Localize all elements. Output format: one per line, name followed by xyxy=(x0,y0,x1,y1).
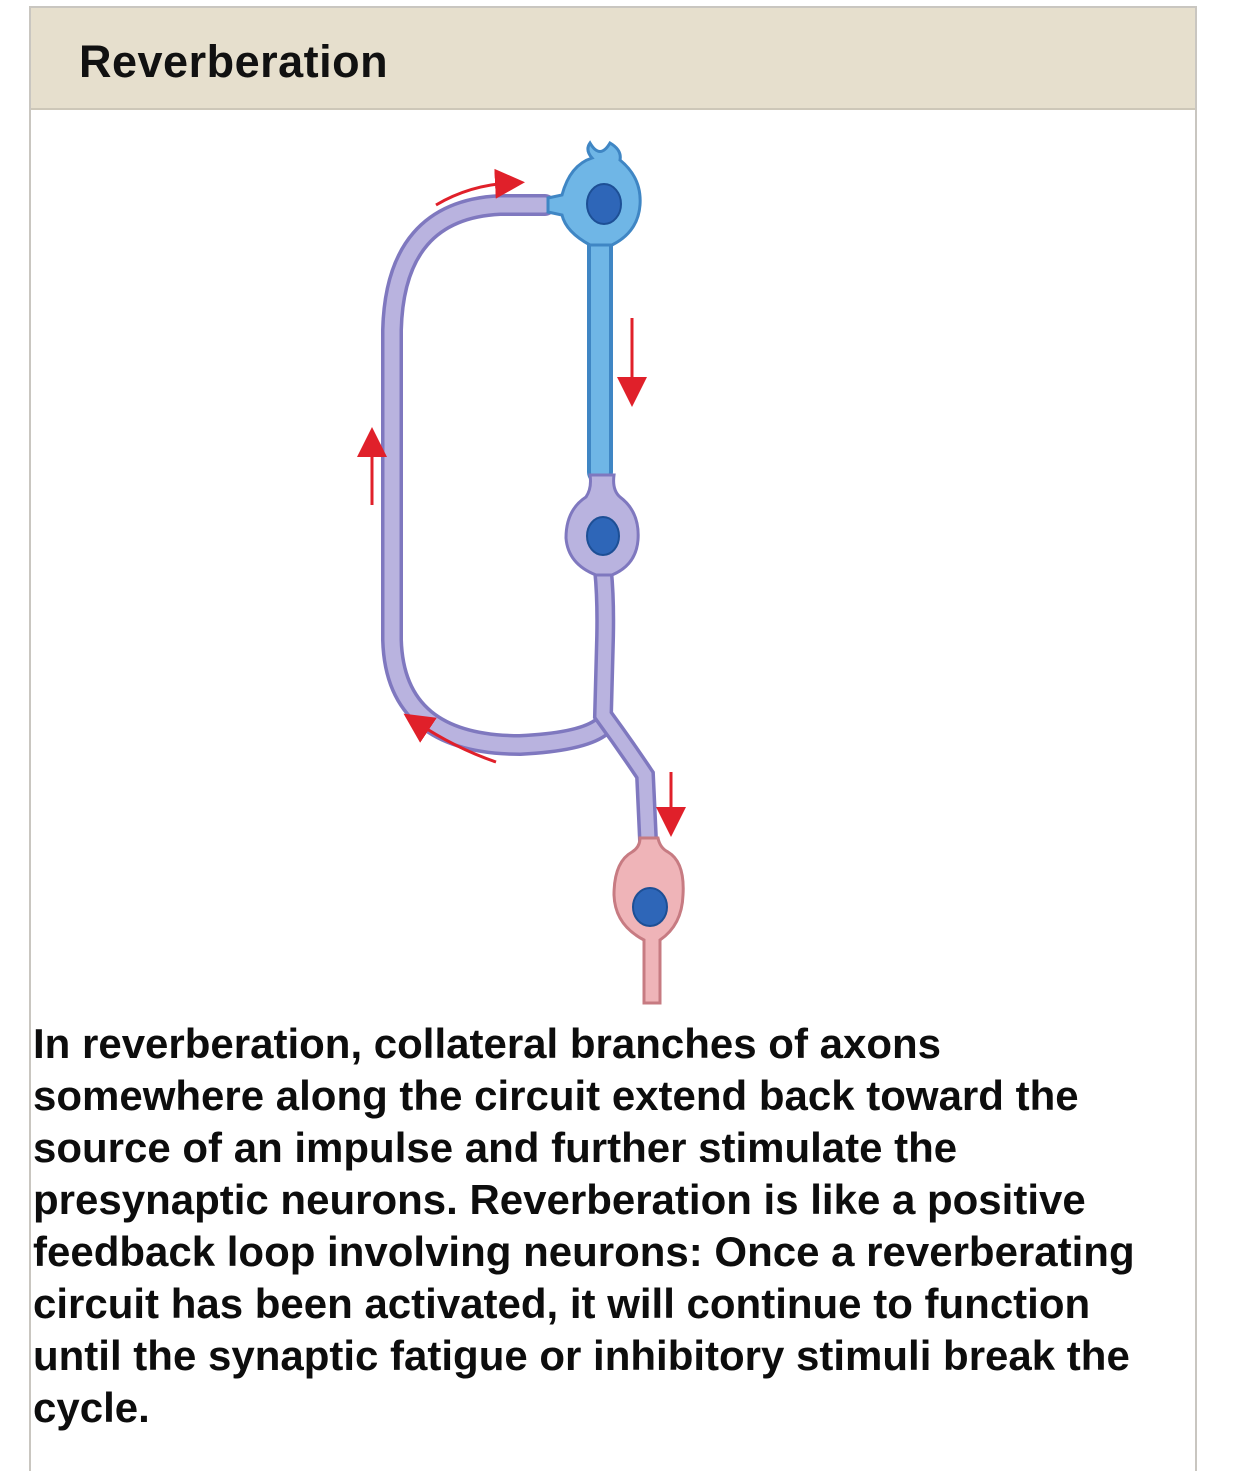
top-neuron-nucleus xyxy=(586,183,622,225)
header-bar: Reverberation xyxy=(31,8,1195,110)
arrow-top-right xyxy=(435,168,525,207)
bottom-neuron xyxy=(612,836,685,1005)
bottom-neuron-nucleus xyxy=(632,887,668,927)
middle-neuron xyxy=(564,473,640,577)
middle-neuron-nucleus xyxy=(586,516,620,556)
top-neuron xyxy=(546,140,642,247)
collateral-loop-axon xyxy=(381,194,611,757)
arrow-loop-return xyxy=(403,713,497,764)
description-text: In reverberation, collateral branches of… xyxy=(33,1020,1135,1431)
middle-neuron-axon xyxy=(592,560,658,850)
neural-circuit-diagram xyxy=(357,140,686,1005)
page-title: Reverberation xyxy=(79,36,389,87)
